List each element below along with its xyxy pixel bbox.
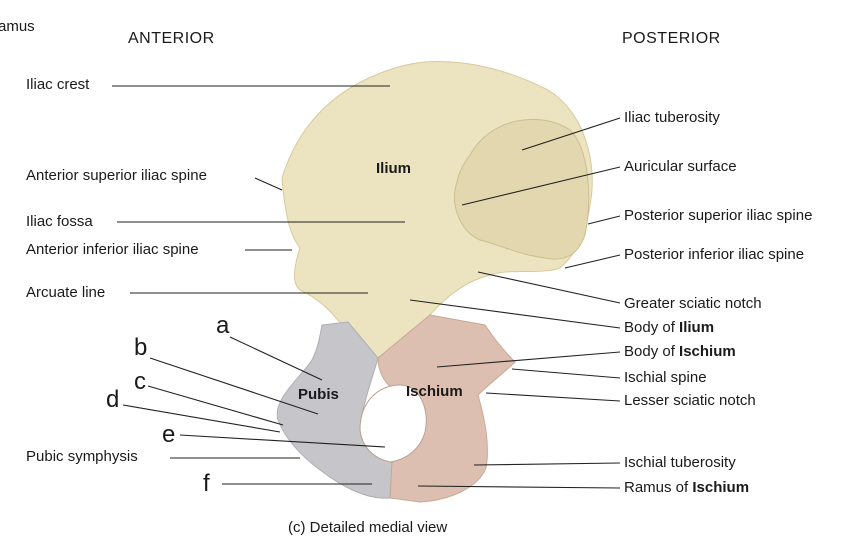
label-auricular-surface: Auricular surface <box>624 158 737 175</box>
letter-f: f <box>203 470 210 497</box>
letter-b: b <box>134 334 148 361</box>
figure-caption: (c) Detailed medial view <box>288 519 448 536</box>
region-ischium: Ischium <box>406 383 463 400</box>
letter-e: e <box>162 421 176 448</box>
label-iliac-tuberosity: Iliac tuberosity <box>624 109 720 126</box>
label-anterior-superior-iliac-spine: Anterior superior iliac spine <box>26 167 207 184</box>
leader-lines <box>112 85 621 489</box>
anterior-header: ANTERIOR <box>128 30 215 47</box>
letter-c: c <box>134 368 146 395</box>
label-greater-sciatic-notch: Greater sciatic notch <box>624 295 762 312</box>
label-iliac-fossa: Iliac fossa <box>26 213 93 230</box>
auricular-surface-shape <box>453 118 590 260</box>
posterior-header: POSTERIOR <box>622 30 721 47</box>
label-ischial-tuberosity: Ischial tuberosity <box>624 454 736 471</box>
label-posterior-superior-iliac-spine: Posterior superior iliac spine <box>624 207 813 224</box>
obturator-foramen <box>359 384 427 463</box>
label-posterior-inferior-iliac-spine: Posterior inferior iliac spine <box>624 246 805 263</box>
letter-a: a <box>216 312 230 339</box>
label-body-of-ilium: Body of Ilium <box>624 319 715 336</box>
region-pubis: Pubis <box>298 386 339 403</box>
corner-fragment-text: amus <box>0 18 35 35</box>
label-ischial-spine: Ischial spine <box>624 369 707 386</box>
region-ilium: Ilium <box>376 160 412 177</box>
label-body-of-ischium: Body of Ischium <box>624 343 736 360</box>
label-anterior-inferior-iliac-spine: Anterior inferior iliac spine <box>26 241 199 258</box>
label-pubic-symphysis: Pubic symphysis <box>26 448 138 465</box>
label-arcuate-line: Arcuate line <box>26 284 106 301</box>
label-iliac-crest: Iliac crest <box>26 76 90 93</box>
label-ramus-of-ischium: Ramus of Ischium <box>624 479 750 496</box>
label-lesser-sciatic-notch: Lesser sciatic notch <box>624 392 756 409</box>
letter-d: d <box>106 386 120 413</box>
